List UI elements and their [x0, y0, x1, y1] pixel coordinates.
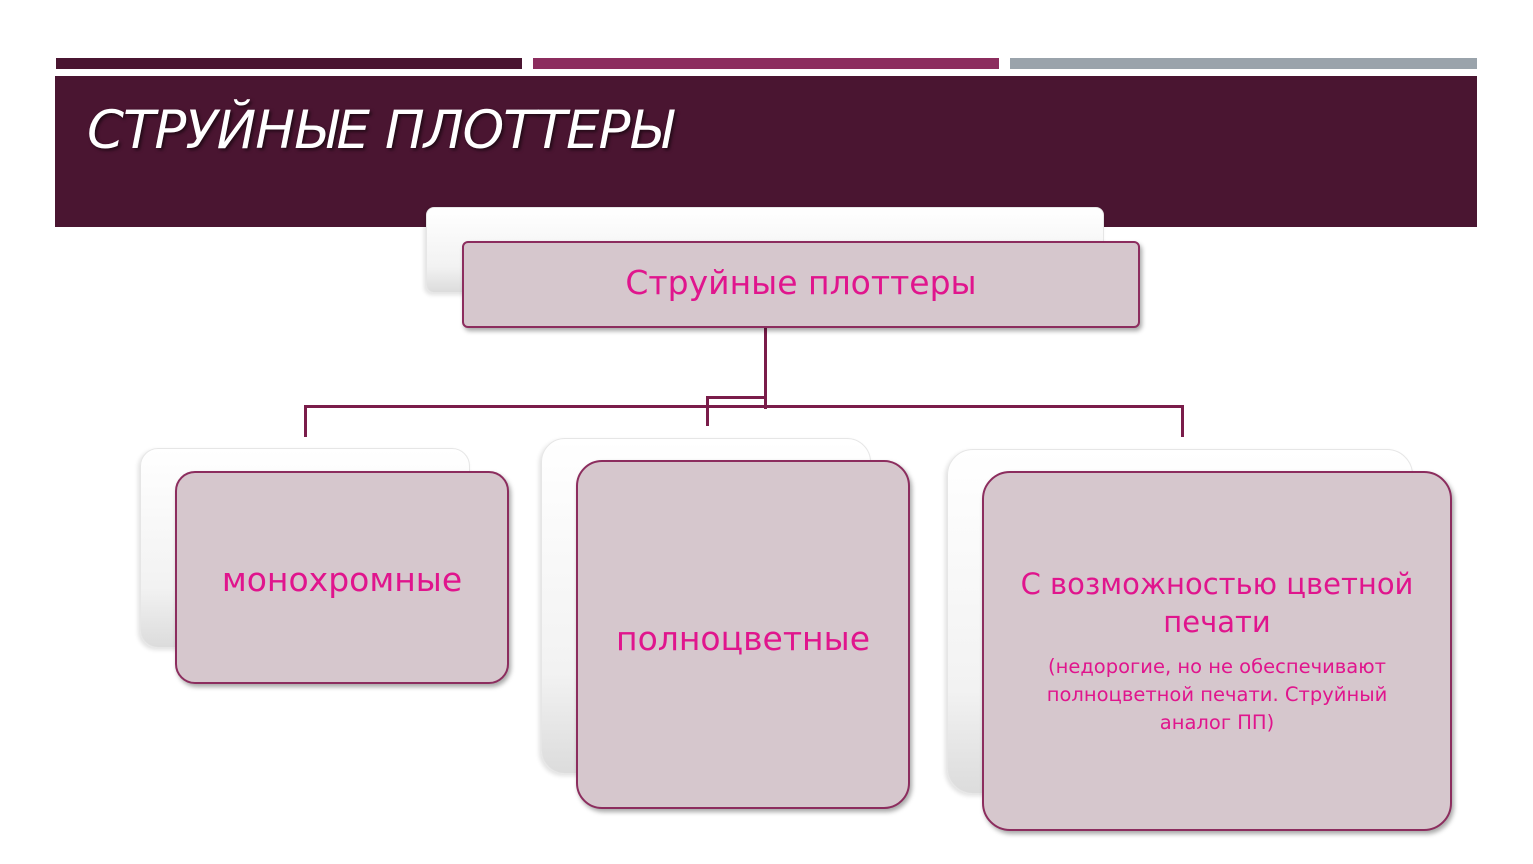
- connector-drop-left: [304, 405, 307, 437]
- root-node-label: Струйные плоттеры: [625, 263, 977, 302]
- child-node-color-capable: С возможностью цветной печати (недорогие…: [982, 471, 1452, 831]
- root-node: Струйные плоттеры: [462, 241, 1140, 328]
- slide-title: СТРУЙНЫЕ ПЛОТТЕРЫ: [87, 100, 673, 161]
- accent-bar-magenta: [533, 58, 999, 69]
- connector-drop-center: [706, 396, 709, 426]
- connector-stem: [764, 327, 767, 409]
- title-band: СТРУЙНЫЕ ПЛОТТЕРЫ: [55, 76, 1477, 227]
- child-node-note: (недорогие, но не обеспечивают полноцвет…: [1046, 655, 1388, 734]
- child-node-label: полноцветные: [616, 619, 870, 658]
- child-node-fullcolor: полноцветные: [576, 460, 910, 809]
- child-node-label: монохромные: [221, 560, 463, 599]
- connector-horizontal-inner: [706, 396, 766, 399]
- connector-drop-right: [1181, 405, 1184, 437]
- child-node-label: С возможностью цветной печати: [1020, 567, 1414, 639]
- child-node-monochrome: монохромные: [175, 471, 509, 684]
- accent-bar-dark: [56, 58, 522, 69]
- connector-horizontal: [304, 405, 1184, 408]
- accent-bar-gray: [1010, 58, 1477, 69]
